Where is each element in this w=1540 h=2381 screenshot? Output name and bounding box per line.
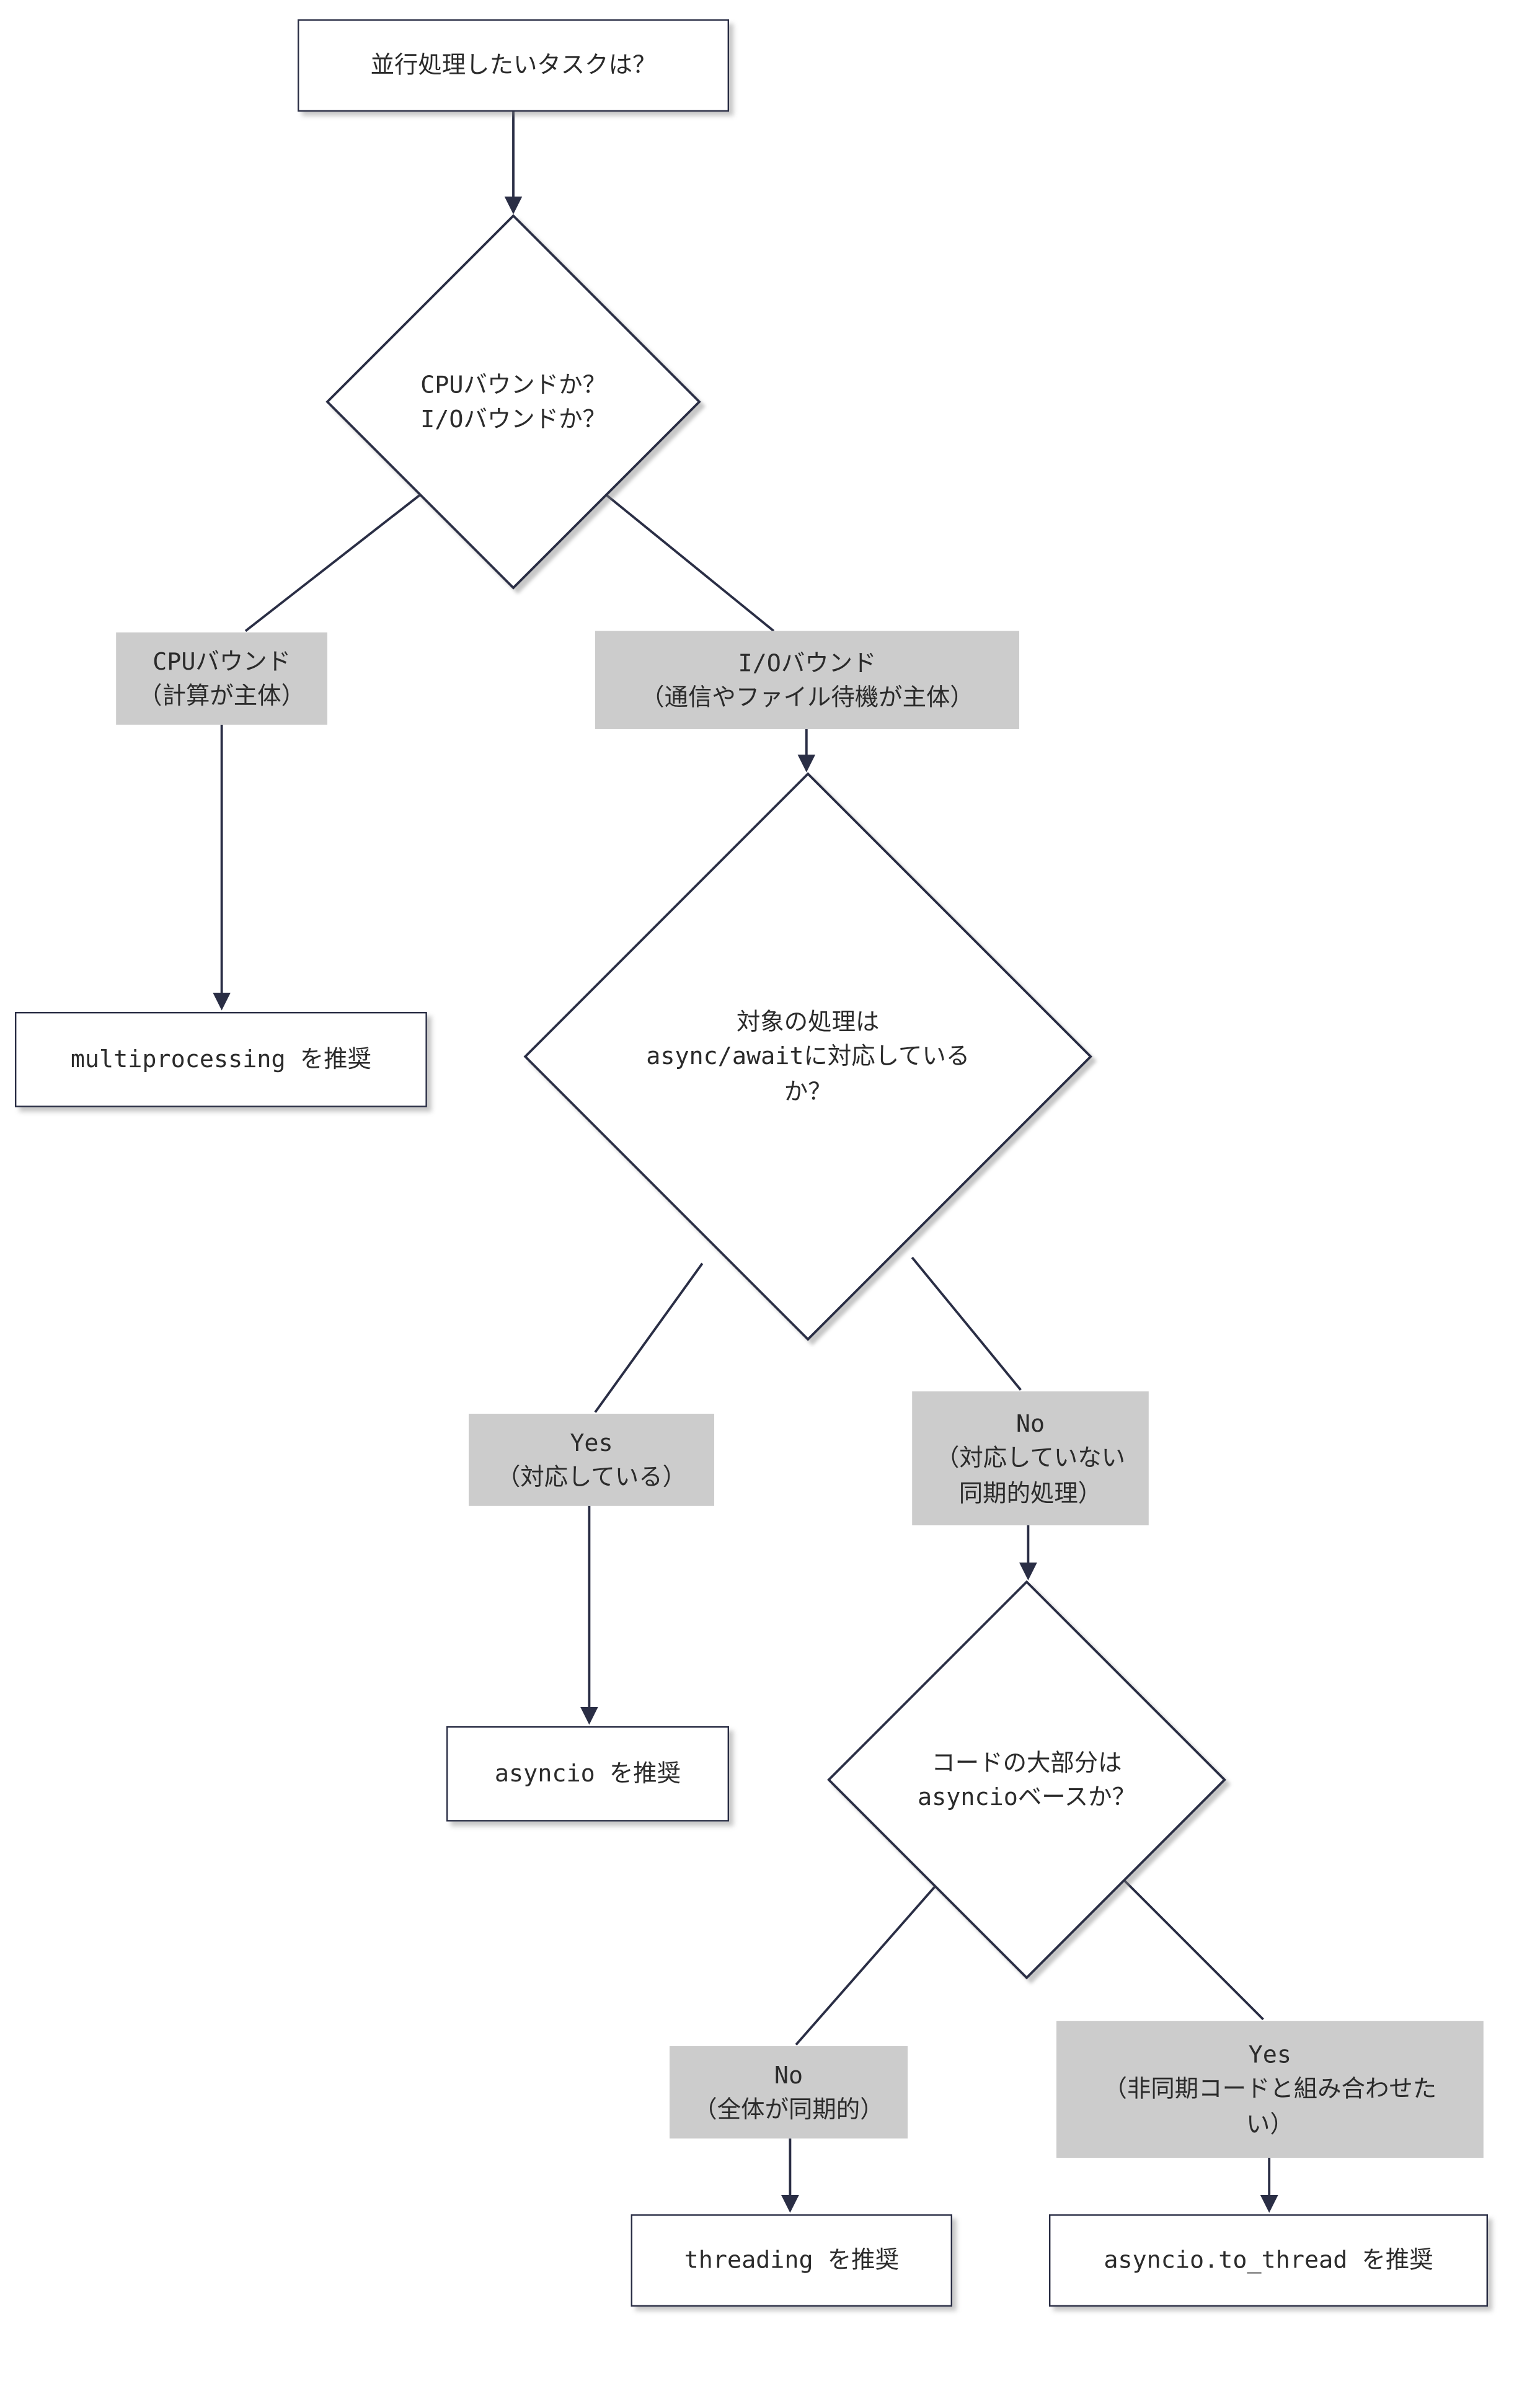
edge-label-no-sync-overall: No （全体が同期的）	[670, 2046, 908, 2139]
edge-base-to-yes-label	[1124, 1880, 1264, 2021]
edge-label-no-not-supported: No （対応していない 同期的処理）	[912, 1391, 1149, 1525]
edge-bound-to-cpu-label	[244, 493, 422, 632]
edge-label-io-bound: I/Oバウンド （通信やファイル待機が主体）	[595, 631, 1020, 729]
decision-asyncio-base-shape	[827, 1580, 1226, 1980]
node-start: 並行処理したいタスクは？	[298, 19, 730, 112]
edge-label-cpu-bound: CPUバウンド （計算が主体）	[116, 632, 327, 725]
edge-async-to-yes-label	[594, 1262, 704, 1413]
edge-async-to-no-label	[911, 1256, 1022, 1391]
node-threading-result: threading を推奨	[631, 2214, 952, 2307]
decision-async-support-shape	[523, 772, 1092, 1341]
edge-label-yes-supported: Yes （対応している）	[469, 1414, 714, 1506]
node-asyncio-to-thread-result: asyncio.to_thread を推奨	[1049, 2214, 1488, 2307]
edge-label-yes-combine-async: Yes （非同期コードと組み合わせた い）	[1056, 2021, 1484, 2158]
node-multiprocessing-result: multiprocessing を推奨	[15, 1012, 427, 1107]
node-asyncio-result: asyncio を推奨	[446, 1726, 729, 1822]
edge-bound-to-io-label	[606, 494, 775, 632]
decision-cpu-io-shape	[325, 214, 701, 590]
edge-base-to-no-label	[795, 1884, 937, 2046]
